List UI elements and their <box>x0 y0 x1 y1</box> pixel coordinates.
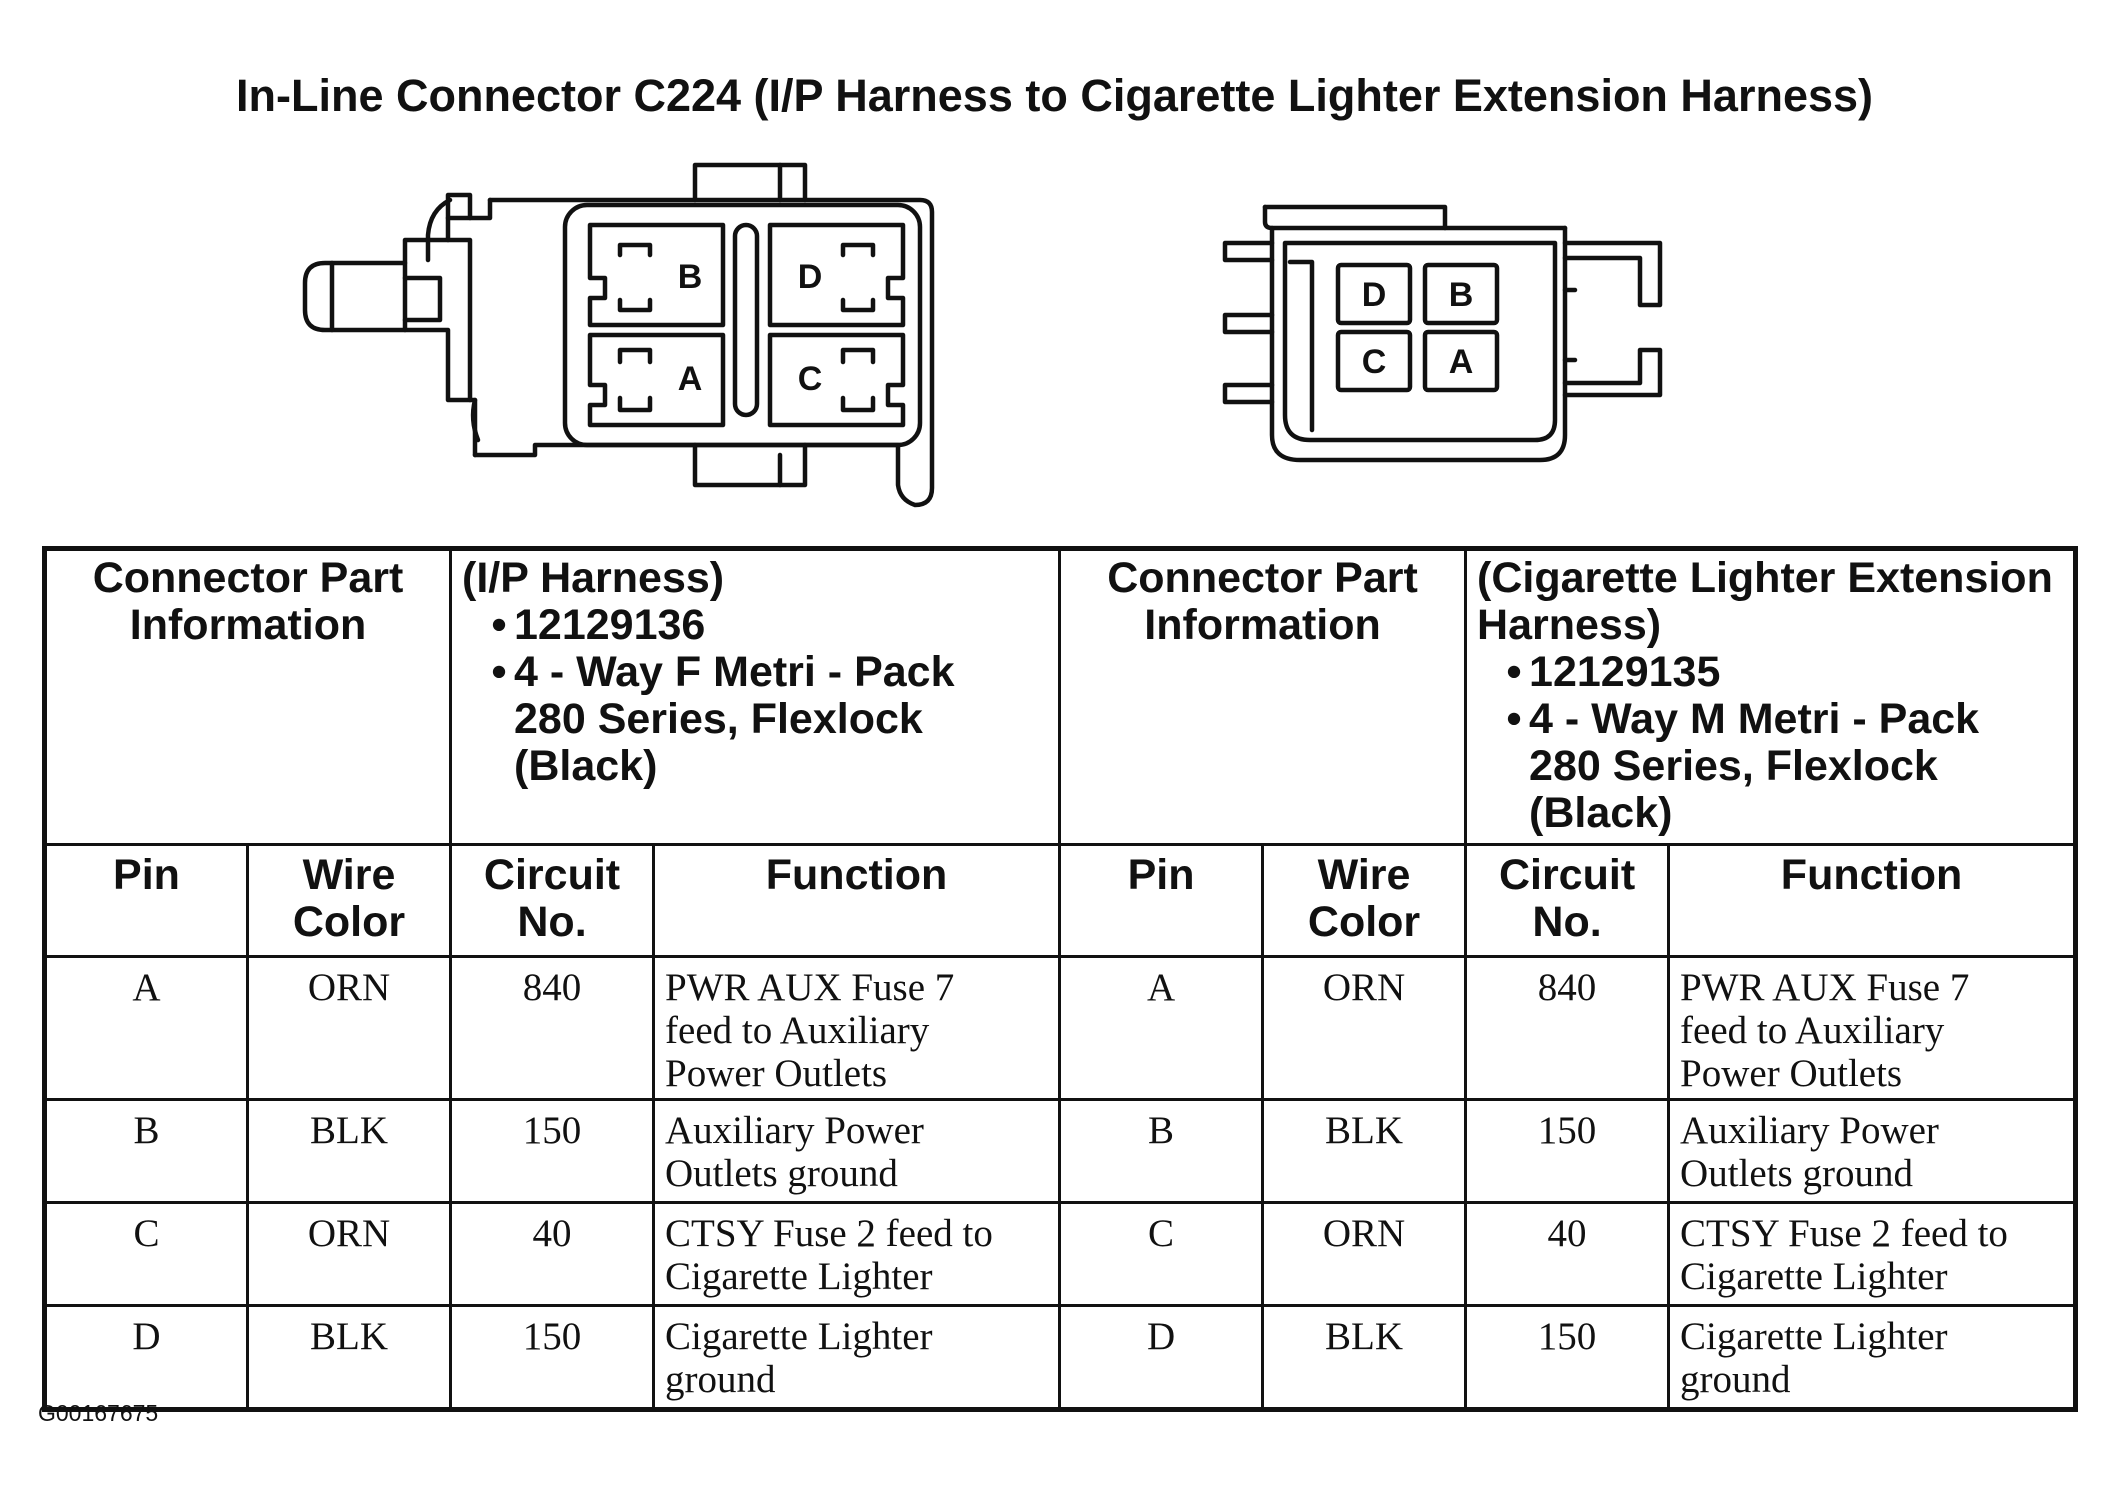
left-circuit-cell: 40 <box>449 1201 656 1307</box>
diagram-title: In-Line Connector C224 (I/P Harness to C… <box>235 70 1874 121</box>
left-pin-label-b: B <box>678 258 703 296</box>
connector-drawings: B D A C D B C A <box>302 162 1663 508</box>
right-pin-cell: B <box>1058 1098 1265 1204</box>
function-line: Cigarette Lighter <box>1680 1255 1948 1298</box>
right-pin-label-c: C <box>1362 343 1387 381</box>
function-line: CTSY Fuse 2 feed to <box>1680 1212 2008 1255</box>
left-wire-color-cell: ORN <box>245 1201 453 1307</box>
left-pin-cell: D <box>43 1304 249 1411</box>
right-info-label: Connector Part Information <box>1058 547 1468 846</box>
left-circuit-cell: 150 <box>449 1304 656 1411</box>
header-pin-right: Pin <box>1058 843 1265 958</box>
left-pin-label-d: D <box>798 258 823 296</box>
function-line: feed to Auxiliary <box>1680 1009 1945 1052</box>
left-pin-label-a: A <box>678 360 703 398</box>
left-pin-cell: C <box>43 1201 249 1307</box>
right-pin-label-a: A <box>1449 343 1474 381</box>
left-wire-color-cell: ORN <box>245 955 453 1101</box>
left-part-number: 12129136 <box>462 602 1058 649</box>
left-wire-color-cell: BLK <box>245 1304 453 1411</box>
right-connector <box>1222 204 1663 463</box>
function-line: ground <box>1680 1358 1791 1401</box>
left-pin-cell: B <box>43 1098 249 1204</box>
right-pin-cell: A <box>1058 955 1265 1101</box>
left-wire-color-cell: BLK <box>245 1098 453 1204</box>
right-pin-cell: C <box>1058 1201 1265 1307</box>
left-info-label: Connector Part Information <box>42 547 453 846</box>
function-line: PWR AUX Fuse 7 <box>665 966 955 1009</box>
left-circuit-cell: 150 <box>449 1098 656 1204</box>
right-wire-color-cell: ORN <box>1261 1201 1468 1307</box>
function-line: Cigarette Lighter <box>665 1255 933 1298</box>
left-pin-cell: A <box>43 955 249 1101</box>
function-line: Outlets ground <box>665 1152 898 1195</box>
left-pin-label-c: C <box>798 360 823 398</box>
right-part-number: 12129135 <box>1477 649 2073 696</box>
right-wire-color-cell: ORN <box>1261 955 1468 1101</box>
right-circuit-cell: 40 <box>1464 1201 1671 1307</box>
left-part-info: (I/P Harness) 12129136 4 - Way F Metri -… <box>449 547 1062 846</box>
pinout-table: Connector Part Information (I/P Harness)… <box>42 546 2079 1412</box>
left-harness-name: (I/P Harness) <box>462 554 725 602</box>
header-function-left: Function <box>652 843 1062 958</box>
right-wire-color-cell: BLK <box>1261 1098 1468 1204</box>
header-function-right: Function <box>1667 843 2078 958</box>
function-line: feed to Auxiliary <box>665 1009 930 1052</box>
connector-info-row: Connector Part Information (I/P Harness)… <box>42 547 2078 846</box>
right-wire-color-cell: BLK <box>1261 1304 1468 1411</box>
right-circuit-cell: 150 <box>1464 1098 1671 1204</box>
right-pin-label-d: D <box>1362 276 1387 314</box>
function-line: Power Outlets <box>665 1052 888 1095</box>
function-line: Cigarette Lighter <box>665 1315 933 1358</box>
header-pin-left: Pin <box>43 843 249 958</box>
right-pin-cell: D <box>1058 1304 1265 1411</box>
right-circuit-cell: 840 <box>1464 955 1671 1101</box>
right-circuit-cell: 150 <box>1464 1304 1671 1411</box>
left-circuit-cell: 840 <box>449 955 656 1101</box>
function-line: Power Outlets <box>1680 1052 1903 1095</box>
function-line: Outlets ground <box>1680 1152 1913 1195</box>
right-pin-label-b: B <box>1449 276 1474 314</box>
function-line: Cigarette Lighter <box>1680 1315 1948 1358</box>
function-line: ground <box>665 1358 776 1401</box>
left-connector <box>302 162 935 508</box>
function-line: PWR AUX Fuse 7 <box>1680 966 1970 1009</box>
figure-code: G00167675 <box>38 1400 159 1426</box>
function-line: CTSY Fuse 2 feed to <box>665 1212 993 1255</box>
function-line: Auxiliary Power <box>1680 1109 1939 1152</box>
function-line: Auxiliary Power <box>665 1109 924 1152</box>
